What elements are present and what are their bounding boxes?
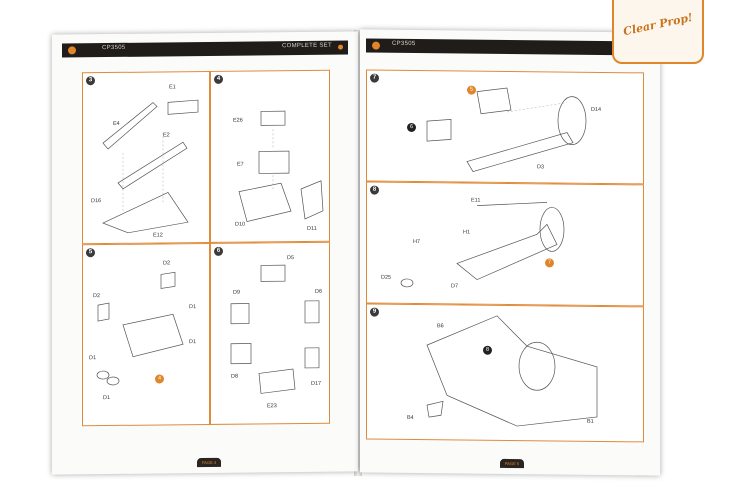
page-number: PAGE 4 xyxy=(197,457,221,468)
subassembly-badge: 8 xyxy=(483,345,492,355)
part-label: D7 xyxy=(451,283,459,290)
part-label: D16 xyxy=(91,198,102,205)
left-page-header: CP3505 COMPLETE SET xyxy=(62,40,348,58)
step-7-drawing xyxy=(426,87,587,173)
part-label: E23 xyxy=(267,403,277,410)
step-8-drawing xyxy=(400,202,565,288)
part-label: E7 xyxy=(237,161,244,168)
step-3-panel: 3 E1 E4 E2 D16 E12 xyxy=(82,70,210,245)
header-logo-icon xyxy=(372,41,380,50)
right-page: CP3505 7 5 6 D14 D3 8 E11 H1 H7 D25 D7 7 xyxy=(360,29,660,476)
part-label: B6 xyxy=(437,323,444,330)
subassembly-badge: 6 xyxy=(407,122,416,133)
step-4-panel: 4 E26 E7 D10 D11 xyxy=(210,69,330,243)
header-title: COMPLETE SET xyxy=(282,42,332,50)
brand-logo-text: Clear Prop! xyxy=(622,10,694,39)
book-spine xyxy=(354,30,362,476)
part-label: D1 xyxy=(189,339,197,346)
part-label: D2 xyxy=(93,293,101,300)
part-label: E1 xyxy=(169,84,176,91)
brand-logo: Clear Prop! xyxy=(612,0,704,64)
part-label: E4 xyxy=(113,120,120,127)
step-7-panel: 7 5 6 D14 D3 xyxy=(366,69,644,185)
part-label: D2 xyxy=(163,260,171,267)
part-label: D11 xyxy=(307,225,317,232)
step-6-panel: 6 D9 D5 D6 D8 D17 E23 xyxy=(210,241,330,425)
subassembly-badge: 4 xyxy=(155,374,164,384)
step-6-drawing xyxy=(230,264,320,394)
part-label: D9 xyxy=(233,289,241,296)
header-dot-icon xyxy=(338,44,343,50)
subassembly-badge: 5 xyxy=(467,85,476,95)
part-label: D1 xyxy=(103,394,111,402)
header-code: CP3505 xyxy=(392,40,416,48)
part-label: E11 xyxy=(471,197,481,204)
header-code: CP3505 xyxy=(102,44,126,52)
header-logo-icon xyxy=(68,46,76,55)
part-label: B1 xyxy=(587,418,594,425)
part-label: B4 xyxy=(407,414,414,421)
part-label: E12 xyxy=(153,232,163,239)
step-9-panel: 9 B6 8 B4 B1 xyxy=(366,303,644,443)
part-label: E26 xyxy=(233,117,243,124)
right-page-header: CP3505 xyxy=(366,38,642,56)
page-number: PAGE 5 xyxy=(500,458,524,469)
part-label: D25 xyxy=(381,274,392,281)
step-5-panel: 5 D2 D2 D1 D1 D1 D1 4 xyxy=(82,242,210,427)
part-label: D10 xyxy=(235,221,246,228)
step-9-drawing xyxy=(426,315,598,427)
part-label: D1 xyxy=(189,304,197,311)
part-label: E2 xyxy=(163,132,170,139)
part-label: D5 xyxy=(287,255,295,262)
step-5-drawing xyxy=(96,271,184,386)
part-label: D1 xyxy=(89,355,97,362)
subassembly-badge: 7 xyxy=(545,258,554,268)
step-4-drawing xyxy=(238,110,324,222)
left-page: CP3505 COMPLETE SET 3 E1 E4 E2 D16 E12 4… xyxy=(52,31,358,475)
part-label: H7 xyxy=(413,238,421,246)
part-label: D6 xyxy=(315,288,323,295)
step-8-panel: 8 E11 H1 H7 D25 D7 7 xyxy=(366,181,644,307)
step-3-drawing xyxy=(102,99,199,234)
part-label: D14 xyxy=(591,106,602,113)
part-label: H1 xyxy=(463,229,471,236)
part-label: D8 xyxy=(231,373,239,380)
part-label: D17 xyxy=(311,380,322,387)
part-label: D3 xyxy=(537,164,545,171)
